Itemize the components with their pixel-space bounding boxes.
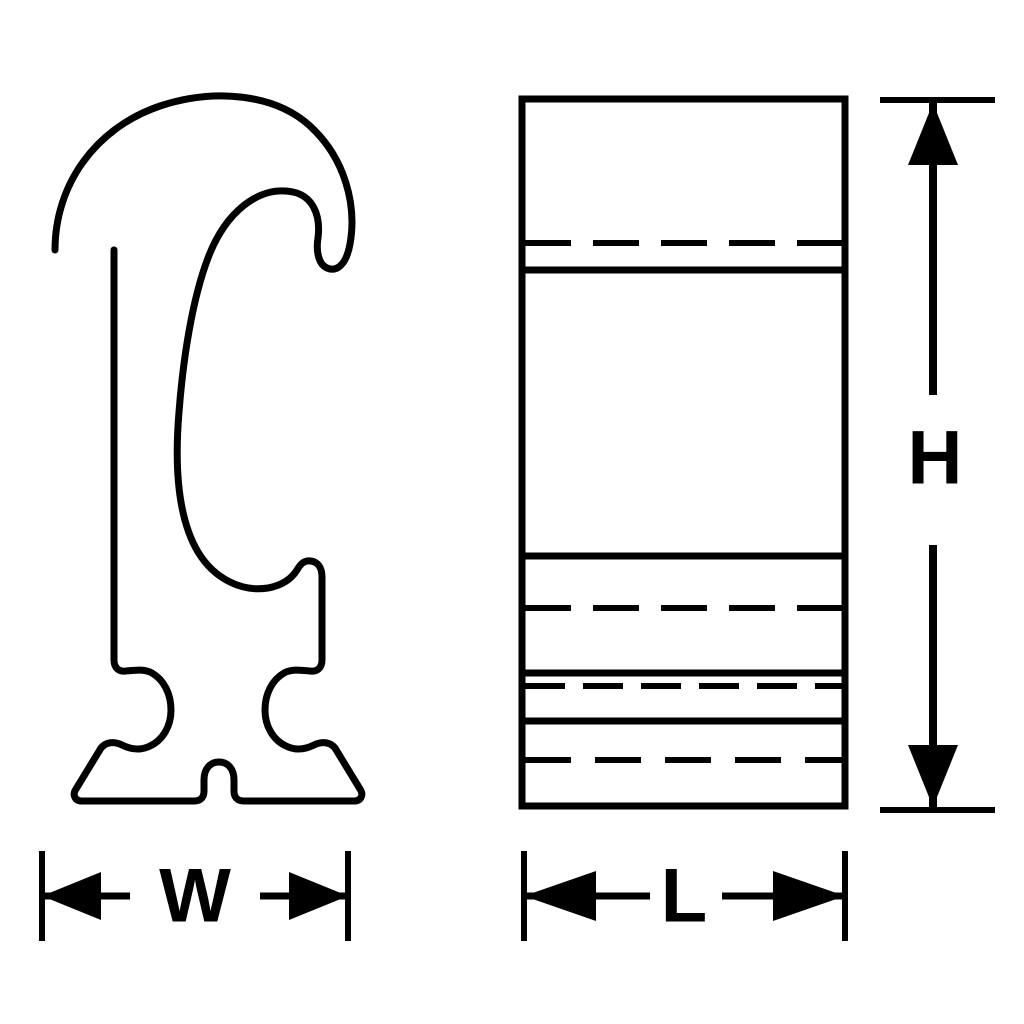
height-arrowhead-bottom [908, 745, 958, 807]
side-profile-view [51, 92, 366, 805]
height-dimension-label: H [908, 416, 963, 501]
width-dimension: W [39, 851, 351, 941]
length-arrowhead-right [773, 871, 845, 921]
width-arrowhead-left [42, 872, 101, 920]
height-arrowhead-top [908, 103, 958, 165]
front-view-outline [518, 95, 849, 810]
length-dimension: L [521, 851, 848, 941]
length-arrowhead-left [524, 871, 596, 921]
clip-outer-profile-path [51, 92, 366, 805]
width-arrowhead-right [289, 872, 348, 920]
front-rectangular-view [518, 95, 849, 810]
length-dimension-label: L [661, 854, 707, 939]
width-dimension-label: W [159, 854, 231, 939]
height-dimension: H [880, 97, 995, 813]
